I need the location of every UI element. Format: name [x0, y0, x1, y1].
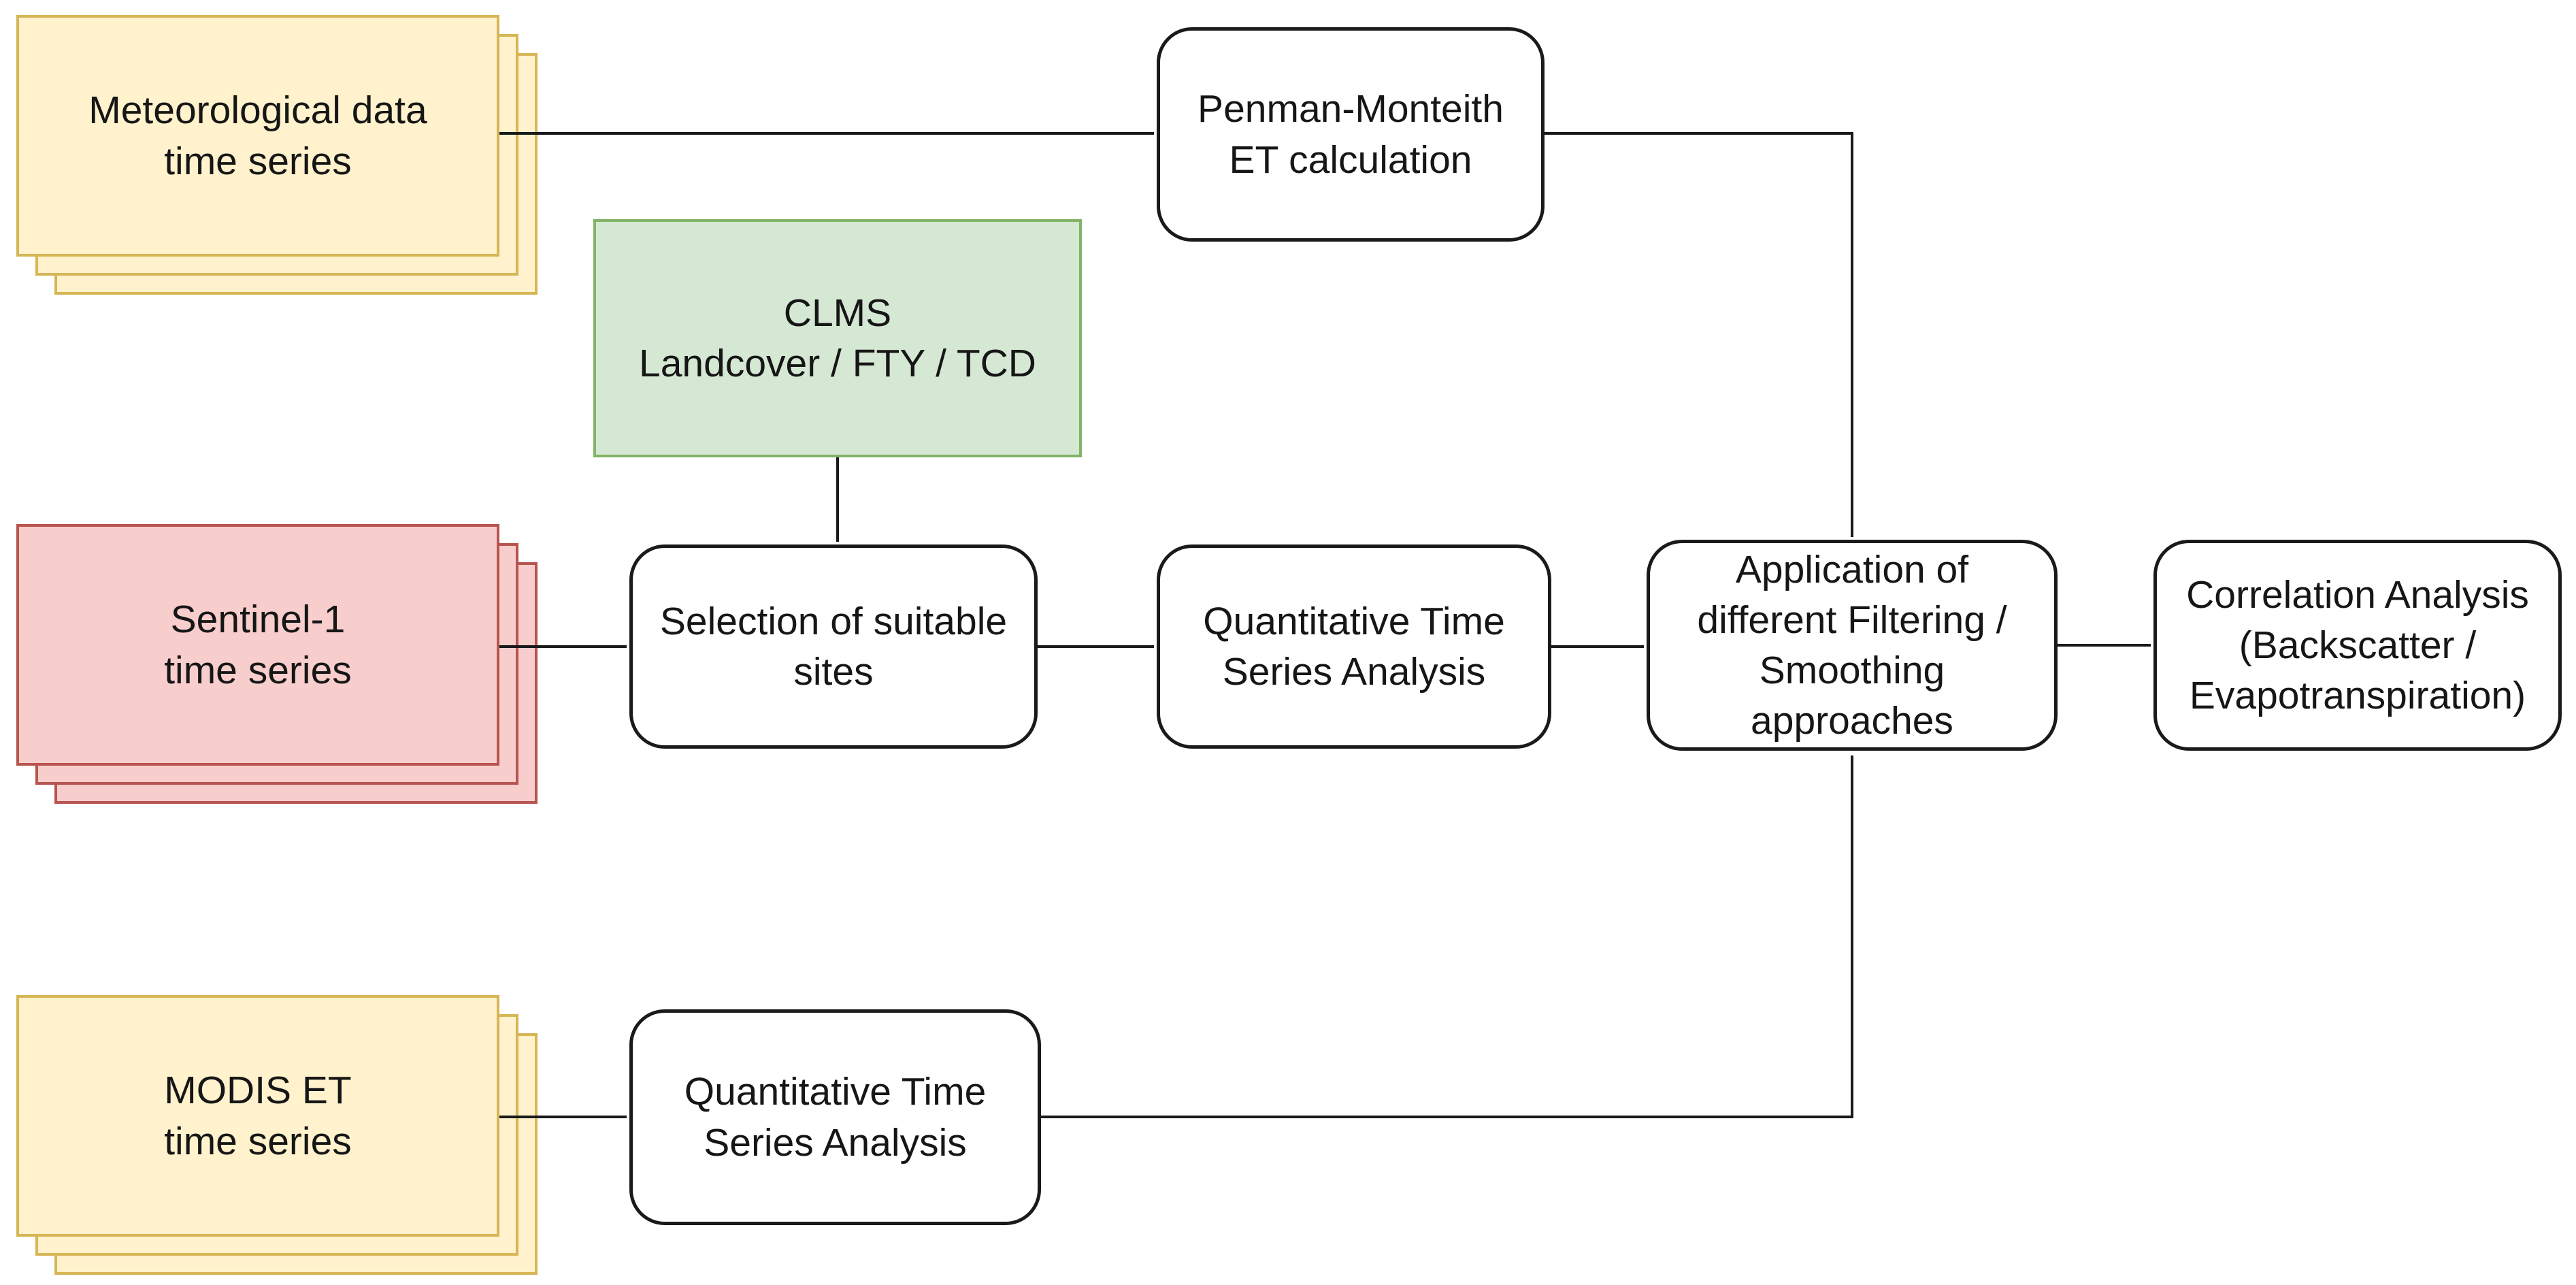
- node-penman-monteith: Penman-Monteith ET calculation: [1157, 27, 1545, 242]
- node-filtering-smoothing: Application of different Filtering / Smo…: [1647, 540, 2058, 751]
- node-modis-et-stack: MODIS ET time series: [16, 995, 538, 1275]
- edge-penman-to-application: [1545, 132, 1853, 537]
- edge-quantbottom-to-application: [1041, 755, 1853, 1118]
- node-sentinel1: Sentinel-1 time series: [16, 524, 499, 766]
- node-quantitative-tsa-middle: Quantitative Time Series Analysis: [1157, 544, 1551, 749]
- node-sentinel1-stack: Sentinel-1 time series: [16, 524, 538, 804]
- node-selection-of-sites: Selection of suitable sites: [629, 544, 1038, 749]
- node-correlation-analysis: Correlation Analysis (Backscatter / Evap…: [2153, 540, 2562, 751]
- node-modis-et: MODIS ET time series: [16, 995, 499, 1237]
- node-meteorological-data-stack: Meteorological data time series: [16, 15, 538, 295]
- node-meteorological-data: Meteorological data time series: [16, 15, 499, 257]
- node-quantitative-tsa-bottom: Quantitative Time Series Analysis: [629, 1009, 1041, 1225]
- node-clms-landcover: CLMS Landcover / FTY / TCD: [593, 219, 1082, 457]
